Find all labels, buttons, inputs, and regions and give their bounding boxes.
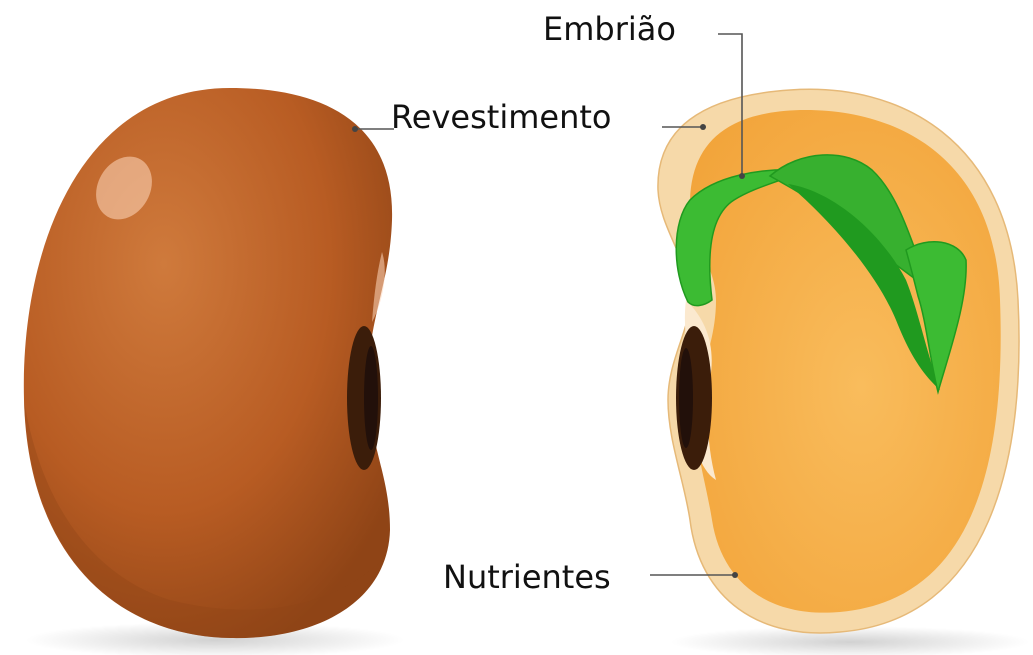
seed-coat-label: Revestimento: [391, 101, 611, 133]
whole-seed: [24, 88, 392, 638]
whole-seed-hilum-inner: [364, 346, 378, 450]
embryo-leader-dot: [739, 173, 745, 179]
seed-coat-leader-dot-right: [700, 124, 706, 130]
embryo-label: Embrião: [543, 13, 676, 45]
nutrients-leader-dot: [732, 572, 738, 578]
nutrients-label: Nutrientes: [443, 561, 611, 593]
seed-coat-leader-dot-left: [352, 126, 358, 132]
cut-seed-hilum-inner: [679, 348, 693, 448]
